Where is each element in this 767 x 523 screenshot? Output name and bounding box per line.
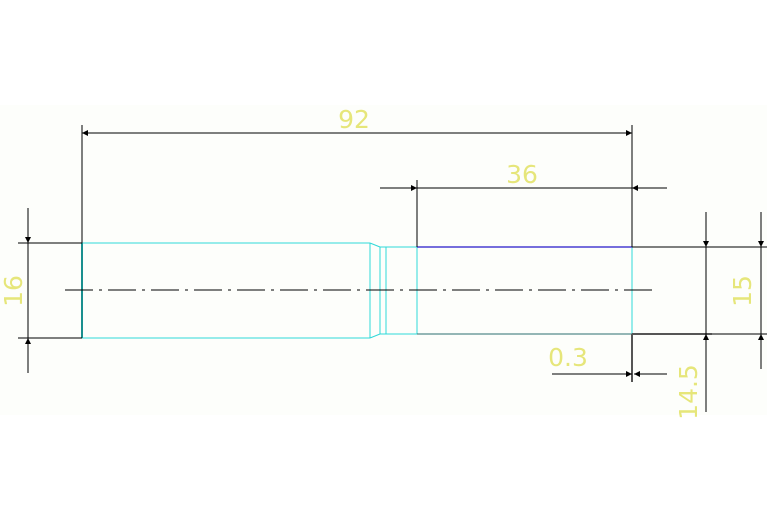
dimension-label-left-diameter: 16 (0, 275, 28, 307)
dimension-label-right-diameter: 15 (728, 275, 757, 307)
dimension-16: 16 (0, 208, 31, 373)
dimension-14-5: 14.5 (674, 212, 709, 420)
dimension-label-overall-length: 92 (338, 105, 370, 134)
dimension-15: 15 (728, 212, 764, 369)
dimension-92: 92 (82, 105, 632, 136)
dimension-label-section-length: 36 (506, 160, 538, 189)
taper-top (369, 242, 381, 248)
dimension-36: 36 (380, 160, 667, 191)
taper-bottom (369, 333, 381, 339)
drawing-area (0, 105, 767, 415)
dimension-label-groove-offset: 0.3 (548, 343, 588, 372)
dimension-0-3: 0.3 (548, 343, 667, 377)
dimension-label-groove-diameter: 14.5 (674, 364, 703, 420)
extension-lines (18, 125, 767, 380)
